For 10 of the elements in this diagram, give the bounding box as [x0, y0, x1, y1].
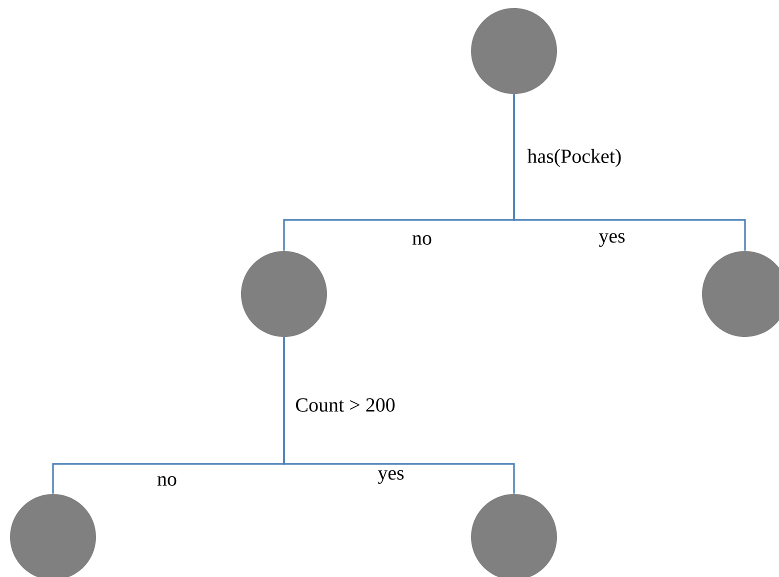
edge-label: no [157, 476, 176, 486]
circle-node [471, 8, 557, 94]
circle-node [241, 250, 327, 337]
edge-label: yes [598, 233, 625, 247]
tree-branch [513, 94, 746, 251]
condition-label: has(Pocket) [527, 148, 621, 168]
edge-label: yes [378, 470, 404, 484]
condition-label: Count > 200 [296, 398, 395, 412]
edge-label: no [412, 235, 432, 245]
tree-branch [283, 337, 515, 494]
